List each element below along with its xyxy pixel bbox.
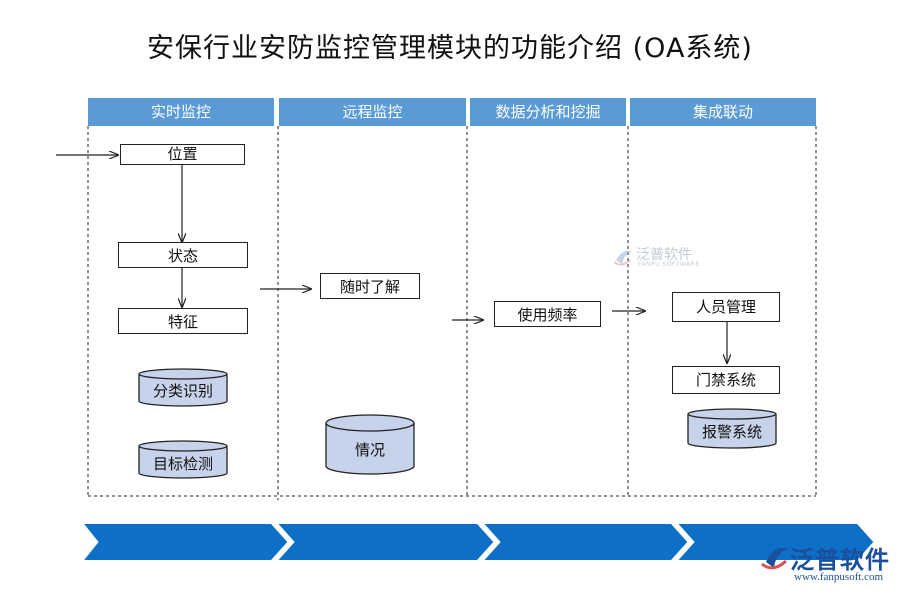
node-frequency: 使用频率 <box>494 301 601 327</box>
chevron-4 <box>669 520 879 564</box>
node-status: 状态 <box>118 242 248 268</box>
node-classify: 分类识别 <box>138 368 228 408</box>
node-situation: 情况 <box>325 414 415 476</box>
chevron-2 <box>269 520 499 564</box>
cylinder-shape <box>687 408 777 449</box>
page-title: 安保行业安防监控管理模块的功能介绍 (OA系统) <box>147 33 753 64</box>
cylinder-shape <box>325 414 415 475</box>
fanpu-mark-icon <box>613 251 632 266</box>
chevron-3 <box>475 520 693 564</box>
node-alarm-label: 报警系统 <box>701 423 762 441</box>
chevron-1 <box>75 520 293 564</box>
node-access: 门禁系统 <box>672 366 780 394</box>
node-personnel: 人员管理 <box>672 292 780 322</box>
node-classify-label: 分类识别 <box>152 382 213 400</box>
fanpu-logo-icon <box>761 547 788 570</box>
node-position: 位置 <box>120 144 245 165</box>
column-header-analysis: 数据分析和挖掘 <box>470 98 626 126</box>
logo-text: 泛普软件 <box>790 546 890 574</box>
watermark-text: 泛普软件 <box>636 247 692 263</box>
brand-logo: 泛普软件 www.fanpusoft.com <box>760 540 890 588</box>
node-target-label: 目标检测 <box>152 455 213 473</box>
node-feature: 特征 <box>118 308 248 334</box>
node-anytime: 随时了解 <box>320 273 420 299</box>
watermark-sub: FANPU SOFTWARE <box>638 261 700 268</box>
node-target: 目标检测 <box>138 440 228 480</box>
column-header-realtime: 实时监控 <box>88 98 274 126</box>
column-header-integration: 集成联动 <box>630 98 816 126</box>
cylinder-shape <box>138 440 228 479</box>
logo-url: www.fanpusoft.com <box>794 571 884 583</box>
node-situation-label: 情况 <box>354 441 385 459</box>
watermark: 泛普软件 FANPU SOFTWARE <box>612 244 702 274</box>
node-alarm: 报警系统 <box>687 408 777 450</box>
column-header-remote: 远程监控 <box>279 98 466 126</box>
cylinder-shape <box>138 368 228 407</box>
